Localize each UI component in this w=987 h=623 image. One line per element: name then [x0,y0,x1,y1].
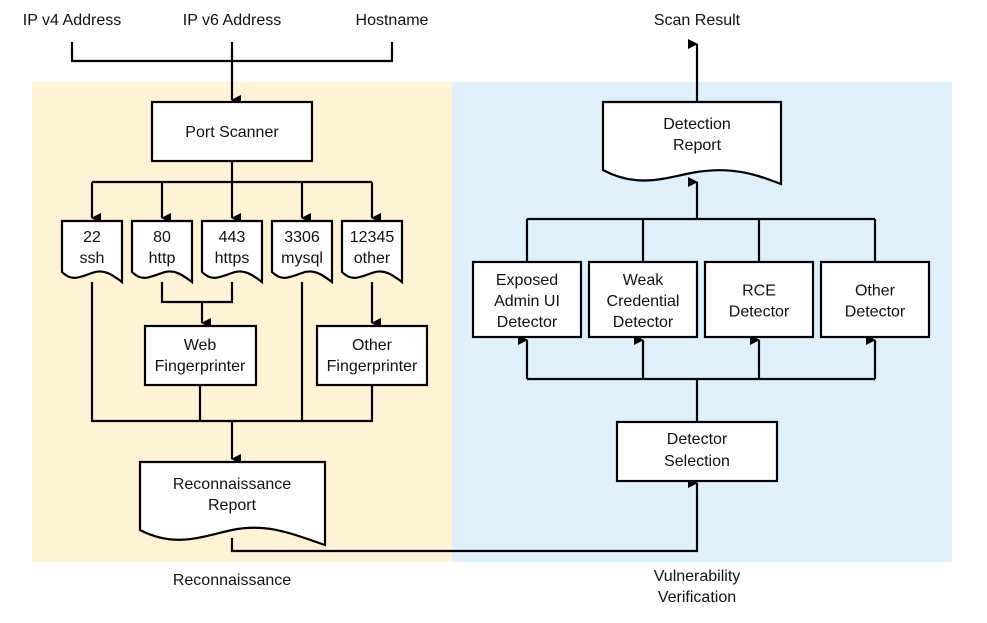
verify-section-label-1: Vulnerability [654,568,741,585]
port-doc [60,219,124,285]
port-service: mysql [281,250,323,267]
port-doc [130,219,194,285]
port-scanner-box [150,100,314,163]
detector-label: Detector [845,304,906,321]
verify-section-label-2: Verification [658,589,736,606]
detector-label: Other [855,283,896,300]
input-hostname: Hostname [356,12,429,29]
port-service: other [354,250,391,267]
web-fp-line2: Fingerprinter [155,358,246,375]
scan-result-label: Scan Result [654,12,741,29]
detection-report-doc [601,100,783,186]
recon-section-label: Reconnaissance [173,572,291,589]
port-number: 22 [83,229,101,246]
port-number: 80 [153,229,171,246]
port-number: 443 [219,229,246,246]
other-fingerprinter-box [315,324,429,387]
port-service: https [215,250,250,267]
port-scanner-label: Port Scanner [185,124,279,141]
detector-label: Detector [613,314,674,331]
port-service: ssh [80,250,105,267]
detector-box [587,260,699,339]
detector-label: Exposed [496,272,558,289]
detector-label: RCE [742,283,776,300]
port-doc [270,219,334,285]
other-fp-line2: Fingerprinter [327,358,418,375]
web-fingerprinter-box [143,324,258,387]
port-doc [200,219,264,285]
web-ports-merge [160,282,234,304]
detector-label: Weak [623,272,665,289]
web-fp-line1: Web [184,337,217,354]
detector-label: Credential [607,293,680,310]
input-ipv4: IP v4 Address [23,12,121,29]
recon-report-doc [138,460,327,547]
selection-line2: Selection [664,453,730,470]
port-number: 3306 [284,229,320,246]
detector-label: Detector [497,314,558,331]
detection-report-line2: Report [673,137,722,154]
detector-box [819,260,931,339]
recon-report-line1: Reconnaissance [173,476,291,493]
arrow-recon-to-selection [230,478,699,553]
detector-box [703,260,815,339]
detector-label: Detector [729,304,790,321]
port-number: 12345 [350,229,395,246]
other-fp-line1: Other [352,337,393,354]
port-service: http [149,250,176,267]
port-doc [340,219,404,285]
recon-report-line2: Report [208,497,257,514]
detection-report-line1: Detection [663,116,731,133]
detector-label: Admin UI [494,293,560,310]
selection-line1: Detector [667,431,728,448]
input-ipv6: IP v6 Address [183,12,281,29]
detector-selection-box [615,420,779,483]
